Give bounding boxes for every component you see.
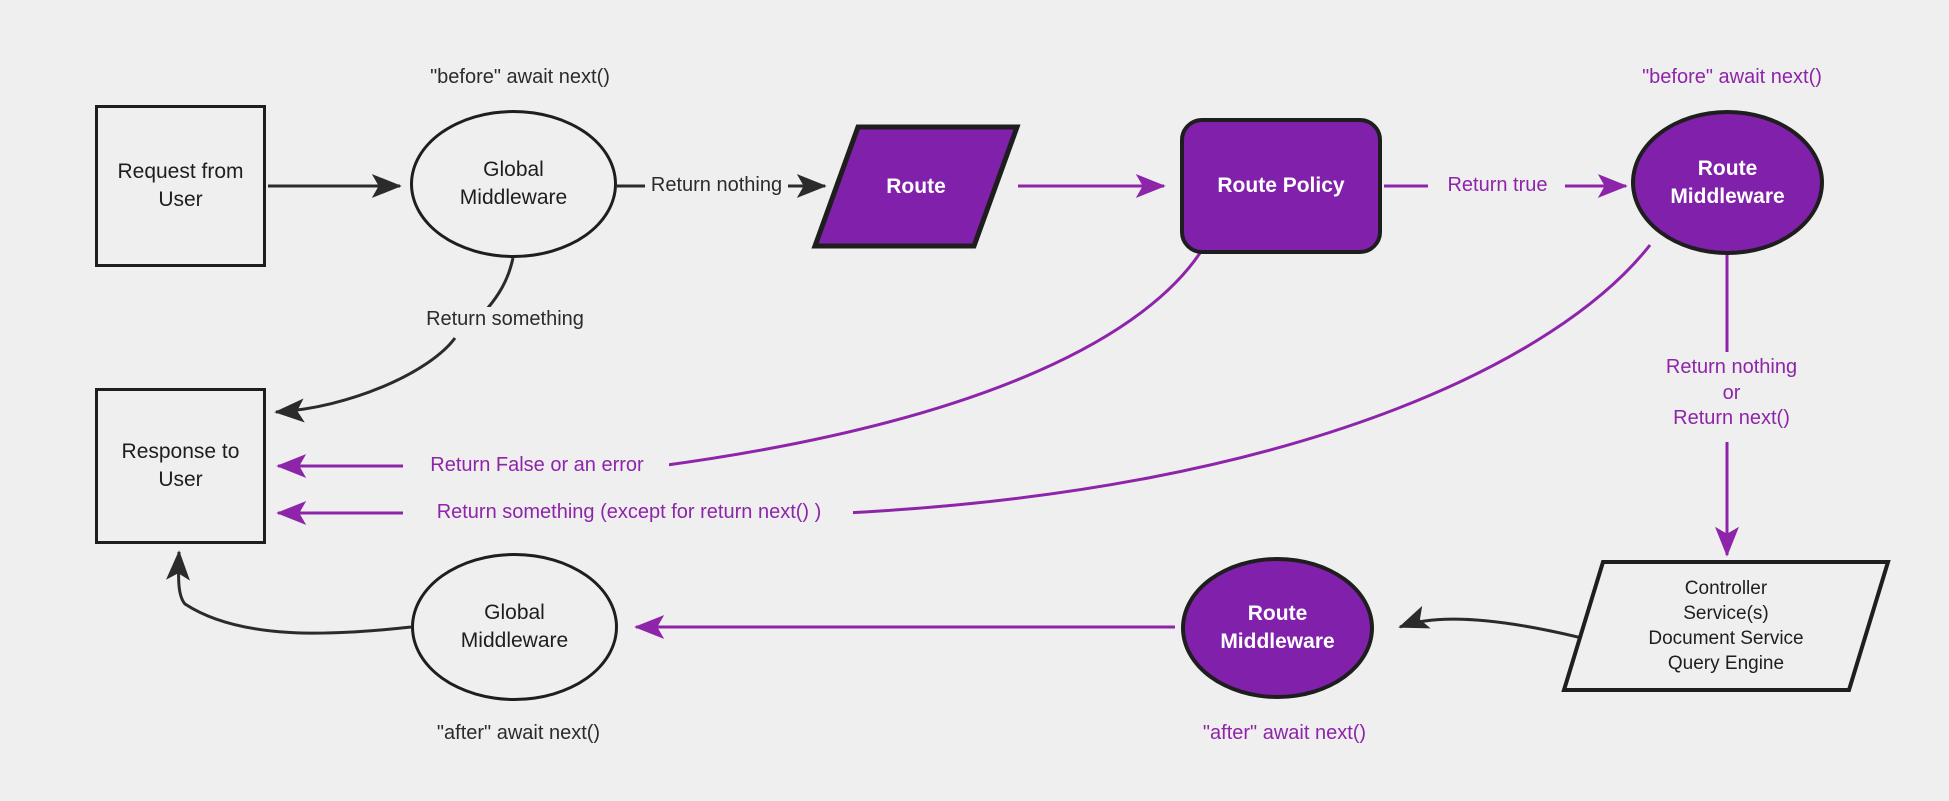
node-route-policy[interactable]: Route Policy — [1180, 118, 1382, 254]
node-route-middleware-top-label: Route Middleware — [1670, 156, 1785, 208]
edge-global-middleware-return-something-upper — [485, 257, 515, 310]
node-route-middleware-bottom[interactable]: Route Middleware — [1181, 557, 1374, 699]
annotation-after-await-next-route: "after" await next() — [1178, 721, 1391, 747]
edge-controller-to-route-middleware-bottom — [1398, 605, 1591, 642]
node-route[interactable]: Route — [811, 124, 1021, 249]
node-global-middleware-bottom[interactable]: Global Middleware — [411, 553, 618, 701]
edge-label-return-something: Return something — [408, 307, 602, 333]
node-controller-stack-label-wrap: Controller Service(s) Document Service Q… — [1561, 559, 1891, 693]
edge-label-return-nothing: Return nothing — [645, 173, 788, 199]
controller-parallelogram-shape — [1561, 560, 1891, 692]
edge-route-middleware-return-something-curve — [844, 244, 1652, 515]
edge-label-return-false-or-error: Return False or an error — [405, 453, 669, 479]
route-parallelogram-shape — [811, 124, 1021, 249]
node-route-policy-label: Route Policy — [1217, 174, 1345, 198]
edge-global-middleware-return-something-lower — [274, 337, 457, 423]
node-response-to-user[interactable]: Response to User — [95, 388, 266, 544]
edge-global-middleware-bottom-to-response — [166, 550, 412, 635]
node-route-middleware-bottom-label: Route Middleware — [1220, 602, 1335, 653]
node-global-middleware-top-label: Global Middleware — [459, 158, 568, 209]
node-controller-stack[interactable]: Controller Service(s) Document Service Q… — [1561, 559, 1891, 693]
node-request-from-user-label: Request from User — [117, 160, 244, 211]
node-route-middleware-top[interactable]: Route Middleware — [1631, 110, 1824, 255]
edge-label-return-true: Return true — [1430, 173, 1565, 199]
node-global-middleware-bottom-label: Global Middleware — [460, 601, 569, 652]
node-route-label-wrap: Route — [812, 124, 1020, 249]
node-response-to-user-label: Response to User — [121, 440, 240, 491]
edge-route-policy-return-false-curve — [659, 252, 1202, 468]
annotation-before-await-next-global: "before" await next() — [411, 65, 629, 91]
node-request-from-user[interactable]: Request from User — [95, 105, 266, 267]
annotation-after-await-next-global: "after" await next() — [412, 721, 625, 747]
node-route-label: Route — [886, 174, 946, 198]
node-global-middleware-top[interactable]: Global Middleware — [410, 110, 617, 258]
node-controller-stack-label: Controller Service(s) Document Service Q… — [1648, 577, 1804, 675]
edge-label-return-something-except: Return something (except for return next… — [405, 500, 853, 526]
annotation-before-await-next-route: "before" await next() — [1622, 65, 1842, 91]
edge-label-return-nothing-or-next: Return nothing or Return next() — [1620, 355, 1843, 432]
